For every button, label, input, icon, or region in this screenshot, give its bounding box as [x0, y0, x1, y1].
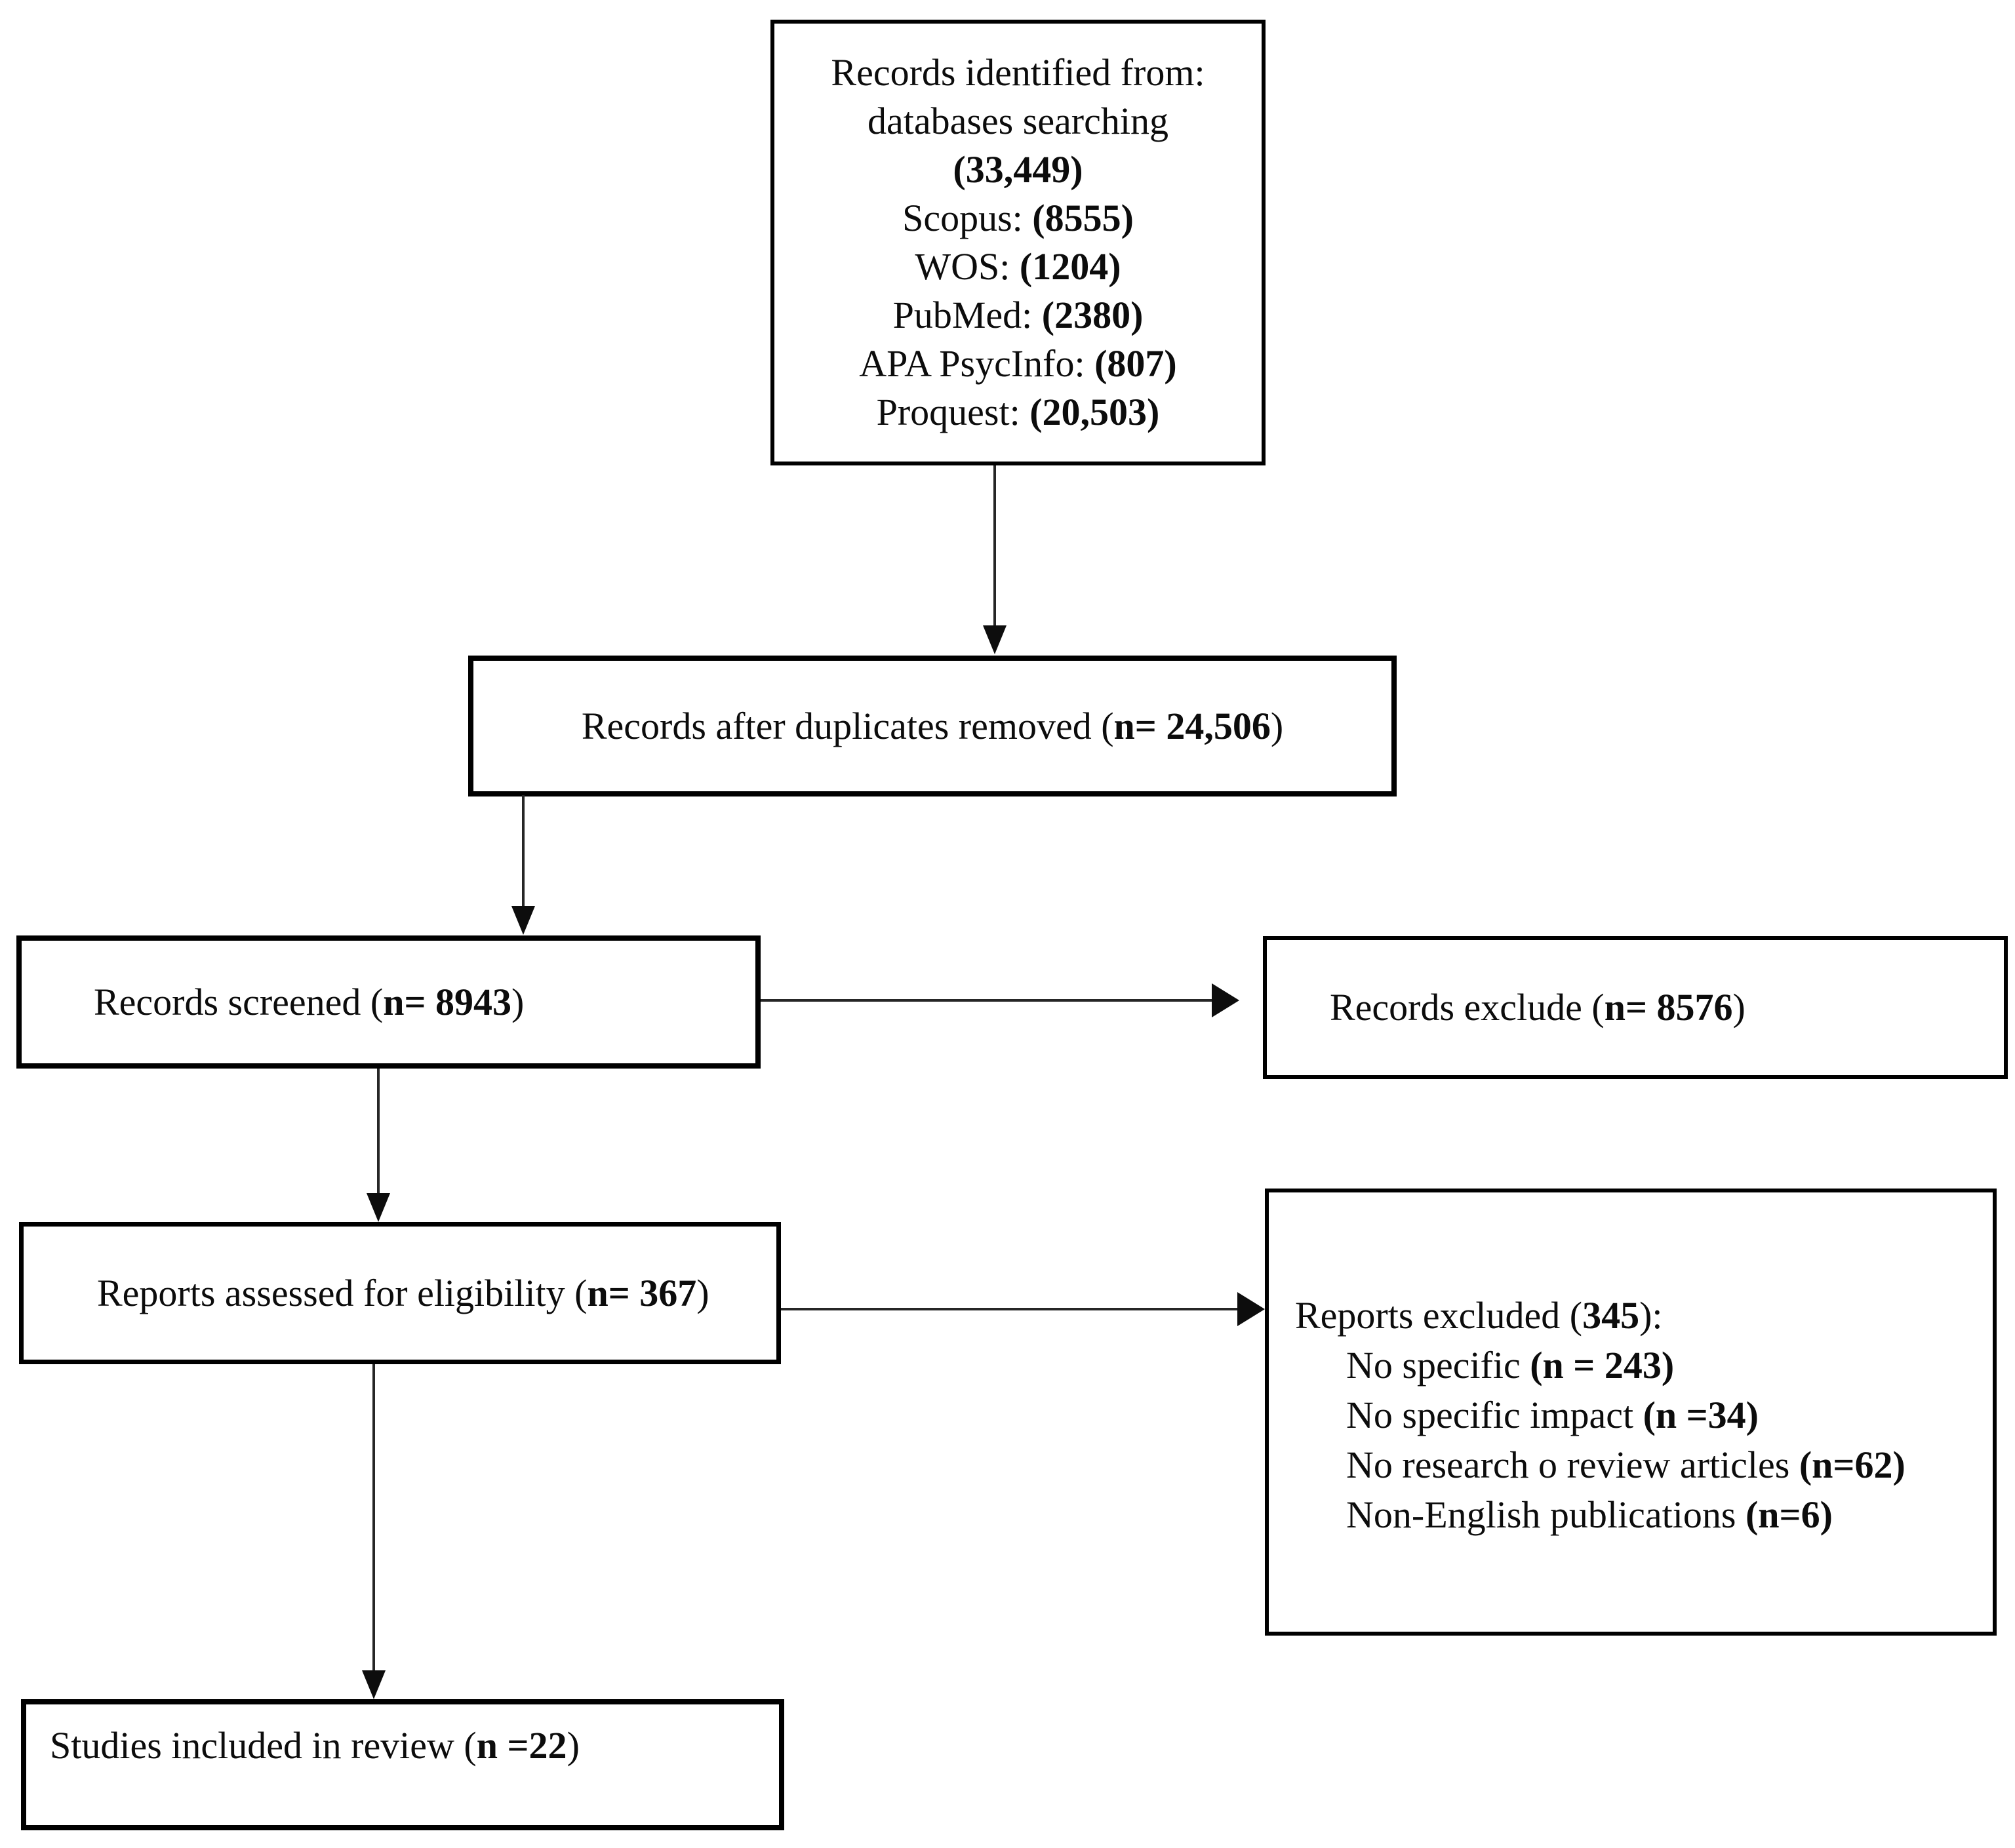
label-text: ): [511, 980, 525, 1023]
source-label: Scopus:: [902, 197, 1033, 239]
label-count: 345: [1582, 1294, 1640, 1337]
arrow-line-screened-to-assessed: [377, 1069, 380, 1194]
reason-label: No research o review articles: [1346, 1444, 1799, 1486]
label-text: Reports assessed for eligibility (: [97, 1271, 588, 1314]
label-text: ): [567, 1724, 580, 1767]
source-count: (20,503): [1029, 391, 1160, 433]
label-text: Records exclude (: [1330, 986, 1605, 1029]
arrowhead-down-icon: [983, 625, 1007, 654]
screened-box: Records screened (n= 8943): [16, 935, 761, 1069]
assessed-box: Reports assessed for eligibility (n= 367…: [19, 1222, 781, 1364]
source-row-proquest: Proquest: (20,503): [774, 388, 1262, 437]
source-label: WOS:: [915, 245, 1020, 288]
arrow-line-duplicates-to-screened: [522, 795, 525, 908]
label-text: Studies included in review (: [50, 1724, 477, 1767]
reason-count: (n=62): [1799, 1444, 1905, 1486]
source-label: APA PsycInfo:: [859, 342, 1095, 385]
identification-box: Records identified from: databases searc…: [770, 20, 1266, 465]
label-text: ):: [1639, 1294, 1663, 1337]
source-row-apa-psycinfo: APA PsycInfo: (807): [774, 340, 1262, 388]
label-count: n= 24,506: [1113, 704, 1271, 747]
reports-excluded-title: Reports excluded (345):: [1295, 1291, 1977, 1341]
label-count: n =22: [476, 1724, 567, 1767]
duplicates-removed-label: Records after duplicates removed (n= 24,…: [582, 702, 1283, 751]
duplicates-removed-box: Records after duplicates removed (n= 24,…: [468, 656, 1397, 796]
excluded-reason-item: No specific impact (n =34): [1295, 1390, 1977, 1440]
excluded-reason-item: No research o review articles (n=62): [1295, 1440, 1977, 1490]
excluded-reason-item: Non-English publications (n=6): [1295, 1490, 1977, 1540]
source-row-wos: WOS: (1204): [774, 243, 1262, 291]
identification-total-count: (33,449): [953, 148, 1083, 191]
source-row-pubmed: PubMed: (2380): [774, 291, 1262, 340]
label-count: n= 8943: [383, 980, 512, 1023]
source-count: (2380): [1041, 294, 1144, 336]
reason-count: (n =34): [1643, 1394, 1759, 1436]
source-label: Proquest:: [876, 391, 1030, 433]
reason-label: Non-English publications: [1346, 1493, 1746, 1536]
source-count: (8555): [1032, 197, 1134, 239]
label-text: Records screened (: [94, 980, 384, 1023]
label-count: n= 8576: [1604, 986, 1733, 1029]
excluded-reason-item: No specific (n = 243): [1295, 1341, 1977, 1390]
records-excluded-box: Records exclude (n= 8576): [1263, 936, 2008, 1079]
included-box: Studies included in review (n =22): [21, 1699, 784, 1830]
label-text: ): [1732, 986, 1746, 1029]
label-text: Records after duplicates removed (: [581, 704, 1114, 747]
reports-excluded-box: Reports excluded (345): No specific (n =…: [1265, 1189, 1997, 1636]
label-count: n= 367: [587, 1271, 697, 1314]
arrow-line-assessed-to-included: [372, 1364, 375, 1670]
identification-line-1: Records identified from:: [831, 51, 1205, 94]
included-label: Studies included in review (n =22): [50, 1721, 766, 1770]
reason-label: No specific impact: [1346, 1394, 1643, 1436]
source-row-scopus: Scopus: (8555): [774, 194, 1262, 243]
source-count: (807): [1094, 342, 1177, 385]
label-text: Reports excluded (: [1295, 1294, 1583, 1337]
reason-count: (n = 243): [1530, 1344, 1675, 1386]
assessed-label: Reports assessed for eligibility (n= 367…: [97, 1269, 709, 1318]
arrow-line-identification-to-duplicates: [993, 465, 996, 628]
arrowhead-right-icon: [1237, 1292, 1265, 1326]
label-text: ): [1270, 704, 1284, 747]
label-text: ): [696, 1271, 709, 1314]
arrowhead-down-icon: [511, 906, 535, 935]
identification-line-2: databases searching: [868, 100, 1168, 142]
records-excluded-label: Records exclude (n= 8576): [1330, 983, 1746, 1032]
reason-label: No specific: [1346, 1344, 1530, 1386]
arrowhead-down-icon: [362, 1670, 386, 1699]
source-count: (1204): [1019, 245, 1121, 288]
arrowhead-down-icon: [367, 1193, 390, 1222]
arrow-line-screened-to-excluded: [761, 999, 1212, 1002]
source-label: PubMed:: [892, 294, 1042, 336]
arrowhead-right-icon: [1212, 983, 1239, 1017]
arrow-line-assessed-to-reports-excluded: [781, 1308, 1237, 1310]
reason-count: (n=6): [1745, 1493, 1833, 1536]
screened-label: Records screened (n= 8943): [94, 978, 524, 1027]
